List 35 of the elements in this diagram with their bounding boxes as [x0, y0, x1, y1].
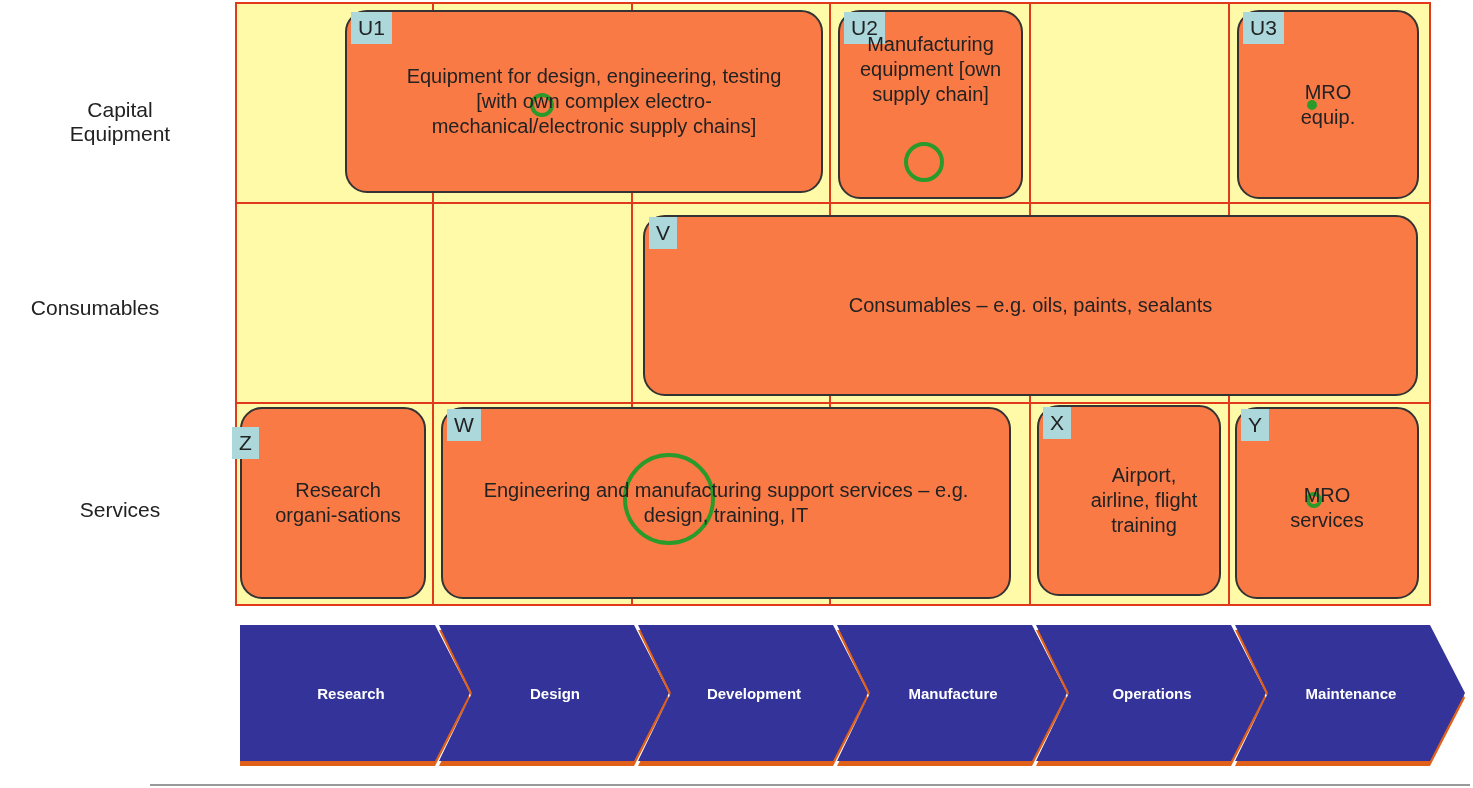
category-box — [643, 215, 1418, 396]
category-box — [1235, 407, 1419, 599]
process-stage — [240, 625, 470, 767]
box-text: MRO equip. — [1299, 79, 1357, 130]
circle-mark — [903, 141, 945, 183]
process-stage — [837, 625, 1067, 767]
box-text: Consumables – e.g. oils, paints, sealants — [848, 293, 1213, 318]
tag-label: U1 — [351, 12, 392, 44]
tag-label: Y — [1241, 409, 1269, 441]
stage-label: Maintenance — [1304, 685, 1398, 702]
process-stage — [1036, 625, 1266, 767]
box-text: Airport, airline, flight training — [1089, 463, 1199, 538]
box-text: Research organi-sations — [274, 478, 402, 528]
tag-label: V — [649, 217, 677, 249]
stage-label: Operations — [1111, 685, 1193, 702]
stage-label: Development — [705, 685, 803, 702]
process-stage — [439, 625, 669, 767]
row-label: Consumables — [29, 296, 161, 320]
circle-mark — [1306, 99, 1318, 111]
tag-label: X — [1043, 407, 1071, 439]
category-box — [441, 407, 1011, 599]
category-box — [1037, 405, 1221, 596]
process-stage — [1235, 625, 1465, 767]
category-box — [838, 10, 1023, 199]
stage-label: Manufacture — [907, 685, 999, 702]
stage-label: Research — [316, 685, 386, 702]
category-box — [345, 10, 823, 193]
tag-label: Z — [232, 427, 259, 459]
category-box — [1237, 10, 1419, 199]
stage-label: Design — [529, 685, 581, 702]
row-label: Capital Equipment — [68, 98, 172, 146]
row-label: Services — [78, 498, 162, 522]
process-stage — [638, 625, 868, 767]
tag-label: W — [447, 409, 481, 441]
tag-label: U3 — [1243, 12, 1284, 44]
